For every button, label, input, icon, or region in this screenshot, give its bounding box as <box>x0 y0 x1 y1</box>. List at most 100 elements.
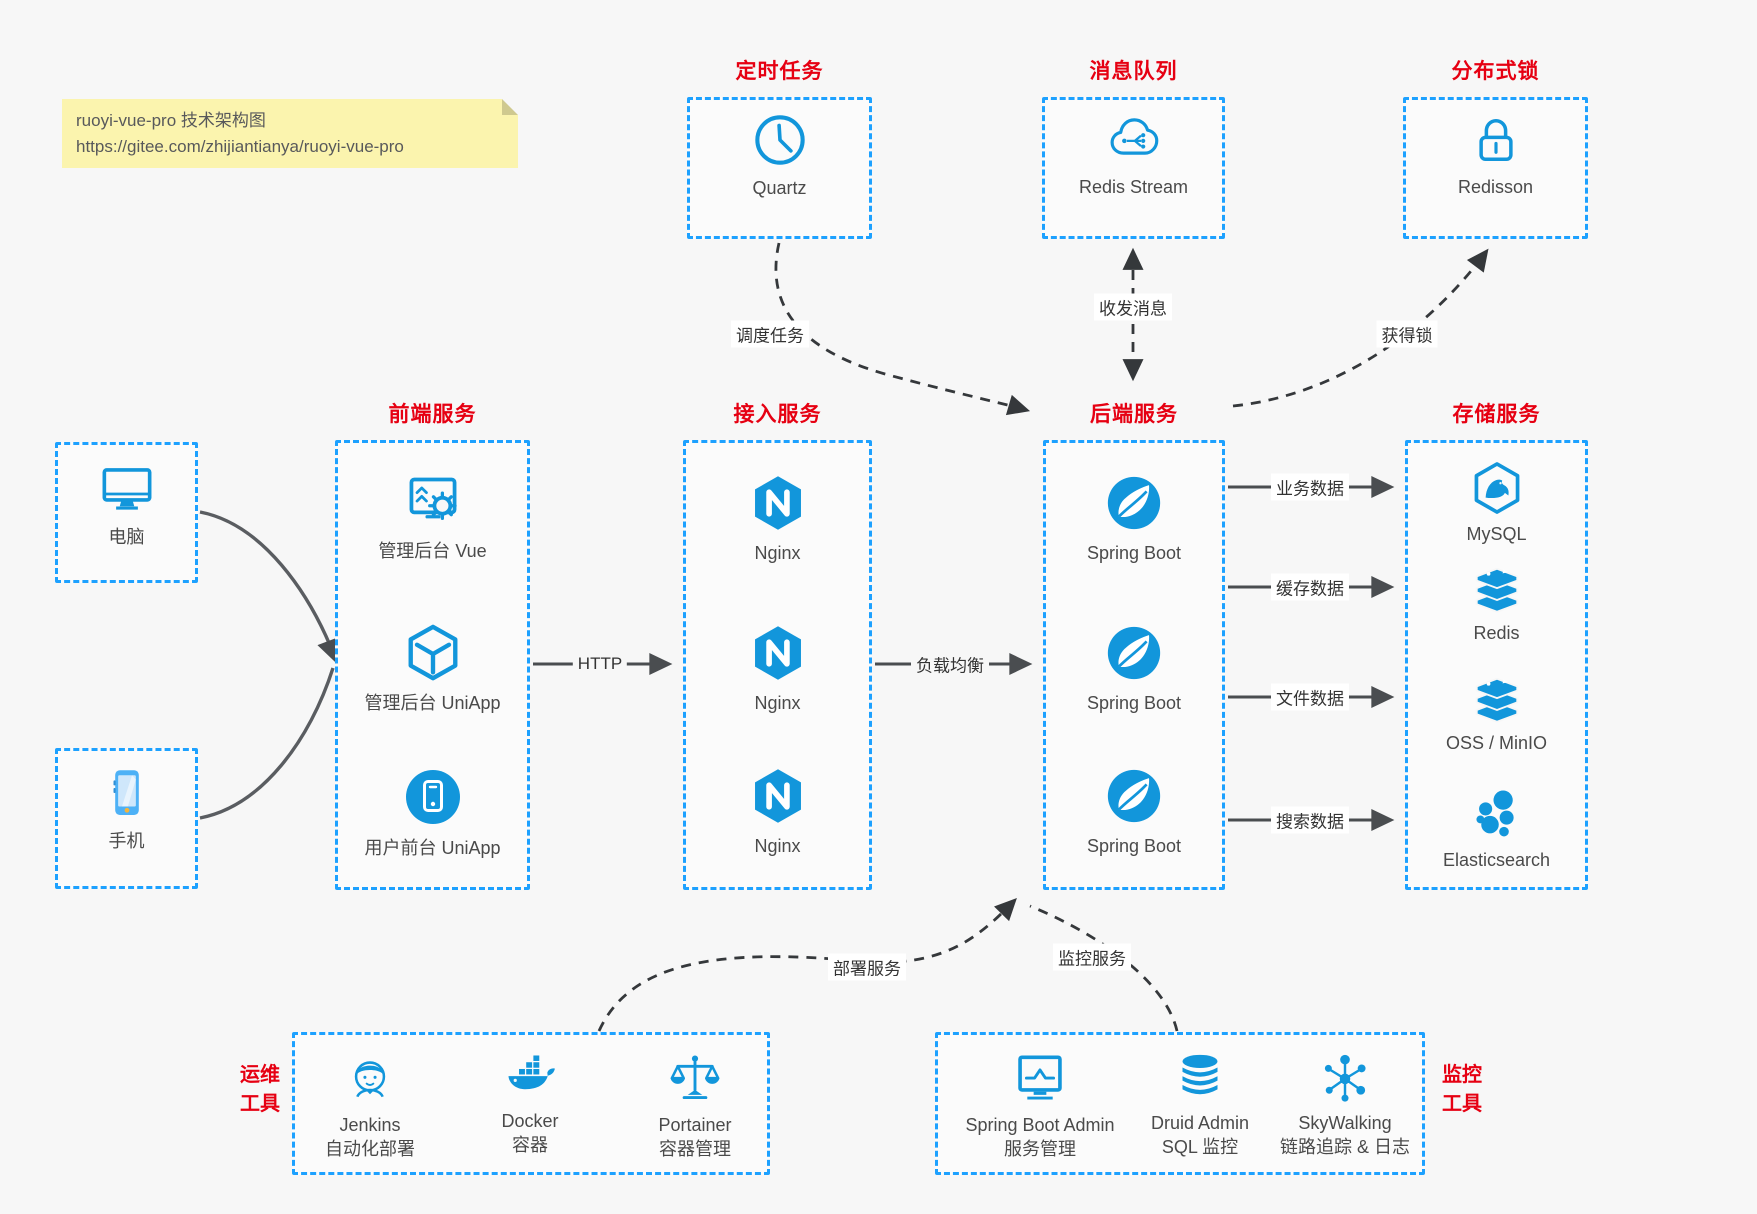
springboot-label-2: Spring Boot <box>1086 693 1182 713</box>
redis-item: Redis <box>1405 562 1588 645</box>
admin-vue-item: 管理后台 Vue <box>335 472 530 563</box>
nginx-label-3: Nginx <box>754 836 801 856</box>
springboot-admin-name: Spring Boot Admin <box>965 1115 1115 1135</box>
smartphone-icon <box>113 770 139 815</box>
scales-icon <box>670 1055 720 1100</box>
nginx-label-2: Nginx <box>754 693 801 713</box>
portainer-name: Portainer <box>658 1115 732 1135</box>
mysql-item: MySQL <box>1405 459 1588 546</box>
cloud-stream-icon <box>1110 118 1158 155</box>
redisson-item: Redisson <box>1403 112 1588 199</box>
section-title-message-queue: 消息队列 <box>1089 60 1178 83</box>
docker-whale-icon <box>508 1055 555 1090</box>
elasticsearch-label: Elasticsearch <box>1442 850 1551 870</box>
springboot-label-3: Spring Boot <box>1086 836 1182 856</box>
spring-leaf-icon <box>1107 769 1161 823</box>
admin-dashboard-gear-icon <box>409 477 457 521</box>
spring-leaf-icon <box>1107 626 1161 680</box>
druid-admin-desc: SQL 监控 <box>1161 1137 1239 1158</box>
spring-leaf-icon <box>1107 476 1161 530</box>
note-fold-corner <box>502 99 518 115</box>
edge-label-monitor: 监控服务 <box>1053 943 1131 971</box>
portainer-item: Portainer 容器管理 <box>605 1050 785 1162</box>
storage-stack-icon <box>1475 677 1518 723</box>
quartz-label: Quartz <box>752 178 807 198</box>
druid-admin-item: Druid Admin SQL 监控 <box>1105 1050 1295 1160</box>
clock-icon <box>754 115 805 165</box>
pc-label: 电脑 <box>108 527 145 547</box>
mobile-label: 手机 <box>108 831 145 851</box>
jenkins-desc: 自动化部署 <box>325 1139 415 1160</box>
nginx-icon <box>754 476 801 530</box>
skywalking-desc: 链路追踪 & 日志 <box>1279 1137 1410 1158</box>
monitoring-title-line2: 工具 <box>1442 1093 1482 1115</box>
skywalking-item: SkyWalking 链路追踪 & 日志 <box>1235 1050 1455 1160</box>
cube-icon <box>408 624 457 681</box>
jenkins-icon <box>354 1061 386 1098</box>
phone-circle-icon <box>405 770 460 824</box>
section-title-ops-tools: 运维 工具 <box>236 1061 284 1119</box>
mobile-client-box <box>55 748 198 889</box>
portainer-desc: 容器管理 <box>659 1139 731 1160</box>
pc-client-box <box>55 442 198 583</box>
database-icon <box>1182 1054 1218 1095</box>
redis-stream-item: Redis Stream <box>1042 112 1225 199</box>
skywalking-name: SkyWalking <box>1298 1113 1392 1133</box>
lock-icon <box>1478 118 1513 161</box>
storage-box <box>1405 440 1588 890</box>
nginx-item-1: Nginx <box>683 472 872 565</box>
springboot-item-2: Spring Boot <box>1043 622 1225 715</box>
note-title: ruoyi-vue-pro 技术架构图 <box>76 111 266 130</box>
docker-name: Docker <box>501 1111 559 1131</box>
user-uniapp-label: 用户前台 UniApp <box>364 838 501 858</box>
nginx-label-1: Nginx <box>754 543 801 563</box>
edge-label-business-data: 业务数据 <box>1271 473 1349 501</box>
druid-admin-name: Druid Admin <box>1150 1113 1250 1133</box>
desktop-icon <box>102 468 151 510</box>
oss-minio-label: OSS / MinIO <box>1445 733 1548 753</box>
ops-title-line1: 运维 <box>240 1064 280 1086</box>
edge-label-acquire-lock: 获得锁 <box>1376 320 1438 348</box>
section-title-backend: 后端服务 <box>1090 403 1178 426</box>
edge-label-cache-data: 缓存数据 <box>1271 573 1349 601</box>
redis-label: Redis <box>1473 623 1520 643</box>
edge-label-message: 收发消息 <box>1094 293 1172 321</box>
monitor-chart-icon <box>1018 1055 1062 1100</box>
springboot-item-3: Spring Boot <box>1043 765 1225 858</box>
redisson-label: Redisson <box>1457 177 1534 197</box>
nginx-item-2: Nginx <box>683 622 872 715</box>
pc-client-item: 电脑 <box>55 460 198 549</box>
redis-stream-label: Redis Stream <box>1078 177 1189 197</box>
elasticsearch-cluster-icon <box>1475 790 1514 837</box>
mobile-client-item: 手机 <box>55 764 198 853</box>
springboot-item-1: Spring Boot <box>1043 472 1225 565</box>
edge-label-schedule: 调度任务 <box>731 320 809 348</box>
redis-stack-icon <box>1475 567 1518 613</box>
springboot-admin-item: Spring Boot Admin 服务管理 <box>930 1050 1150 1162</box>
springboot-admin-desc: 服务管理 <box>1004 1139 1076 1160</box>
edge-label-deploy: 部署服务 <box>828 953 906 981</box>
mysql-dolphin-icon <box>1474 462 1519 514</box>
ops-tools-box <box>292 1032 770 1175</box>
monitoring-title-line1: 监控 <box>1442 1064 1482 1086</box>
client-arrows <box>199 510 340 820</box>
admin-uniapp-label: 管理后台 UniApp <box>364 693 501 713</box>
topology-icon <box>1324 1054 1366 1102</box>
quartz-item: Quartz <box>687 111 872 200</box>
nginx-item-3: Nginx <box>683 765 872 858</box>
edge-label-file-data: 文件数据 <box>1271 683 1349 711</box>
ops-title-line2: 工具 <box>240 1093 280 1115</box>
docker-desc: 容器 <box>512 1135 548 1156</box>
elasticsearch-item: Elasticsearch <box>1405 787 1588 872</box>
nginx-icon <box>754 769 801 823</box>
oss-minio-item: OSS / MinIO <box>1405 672 1588 755</box>
edge-label-load-balance: 负载均衡 <box>911 650 989 678</box>
section-title-scheduled-tasks: 定时任务 <box>735 60 824 83</box>
jenkins-item: Jenkins 自动化部署 <box>280 1050 460 1162</box>
admin-vue-label: 管理后台 Vue <box>378 541 487 561</box>
sticky-note: ruoyi-vue-pro 技术架构图 https://gitee.com/zh… <box>62 99 518 168</box>
nginx-icon <box>754 626 801 680</box>
section-title-monitoring-tools: 监控 工具 <box>1438 1061 1486 1119</box>
edge-label-http: HTTP <box>572 653 628 675</box>
